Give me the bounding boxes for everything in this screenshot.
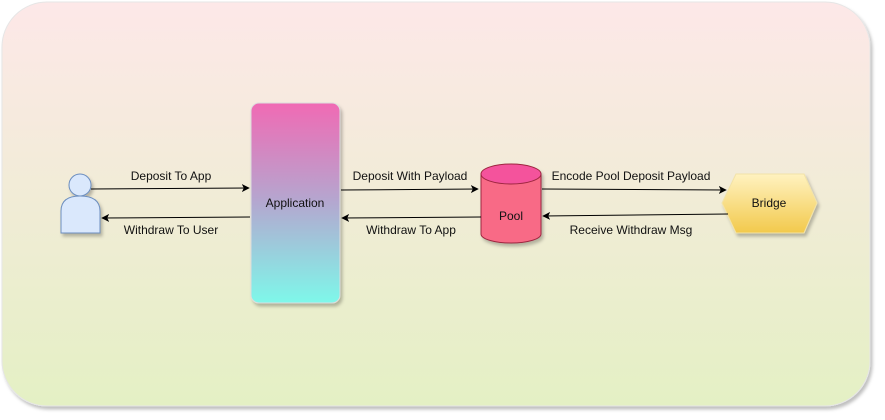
edge-label-withdraw-to-user: Withdraw To User: [124, 223, 218, 237]
pool-node[interactable]: Pool: [480, 163, 542, 244]
edge-deposit-with-payload[interactable]: Deposit With Payload: [340, 169, 479, 194]
bridge-node[interactable]: Bridge: [721, 173, 818, 234]
edge-encode-pool-deposit-payload[interactable]: Encode Pool Deposit Payload: [541, 169, 727, 194]
application-label: Application: [266, 196, 325, 210]
edge-label-receive-withdraw-msg: Receive Withdraw Msg: [570, 223, 693, 237]
pool-label: Pool: [499, 209, 523, 223]
edge-label-deposit-with-payload: Deposit With Payload: [353, 169, 468, 183]
edge-receive-withdraw-msg[interactable]: Receive Withdraw Msg: [542, 211, 729, 237]
edge-withdraw-to-user[interactable]: Withdraw To User: [101, 213, 251, 237]
background-container: [1, 1, 871, 407]
edge-withdraw-to-app[interactable]: Withdraw To App: [341, 213, 482, 237]
edge-label-deposit-to-app: Deposit To App: [131, 169, 212, 183]
edge-label-withdraw-to-app: Withdraw To App: [366, 223, 456, 237]
edge-label-encode-pool-deposit-payload: Encode Pool Deposit Payload: [552, 169, 711, 183]
application-node[interactable]: Application: [250, 102, 341, 304]
user-actor-icon[interactable]: [60, 173, 101, 234]
bridge-label: Bridge: [752, 196, 787, 210]
edge-deposit-to-app[interactable]: Deposit To App: [90, 169, 250, 193]
